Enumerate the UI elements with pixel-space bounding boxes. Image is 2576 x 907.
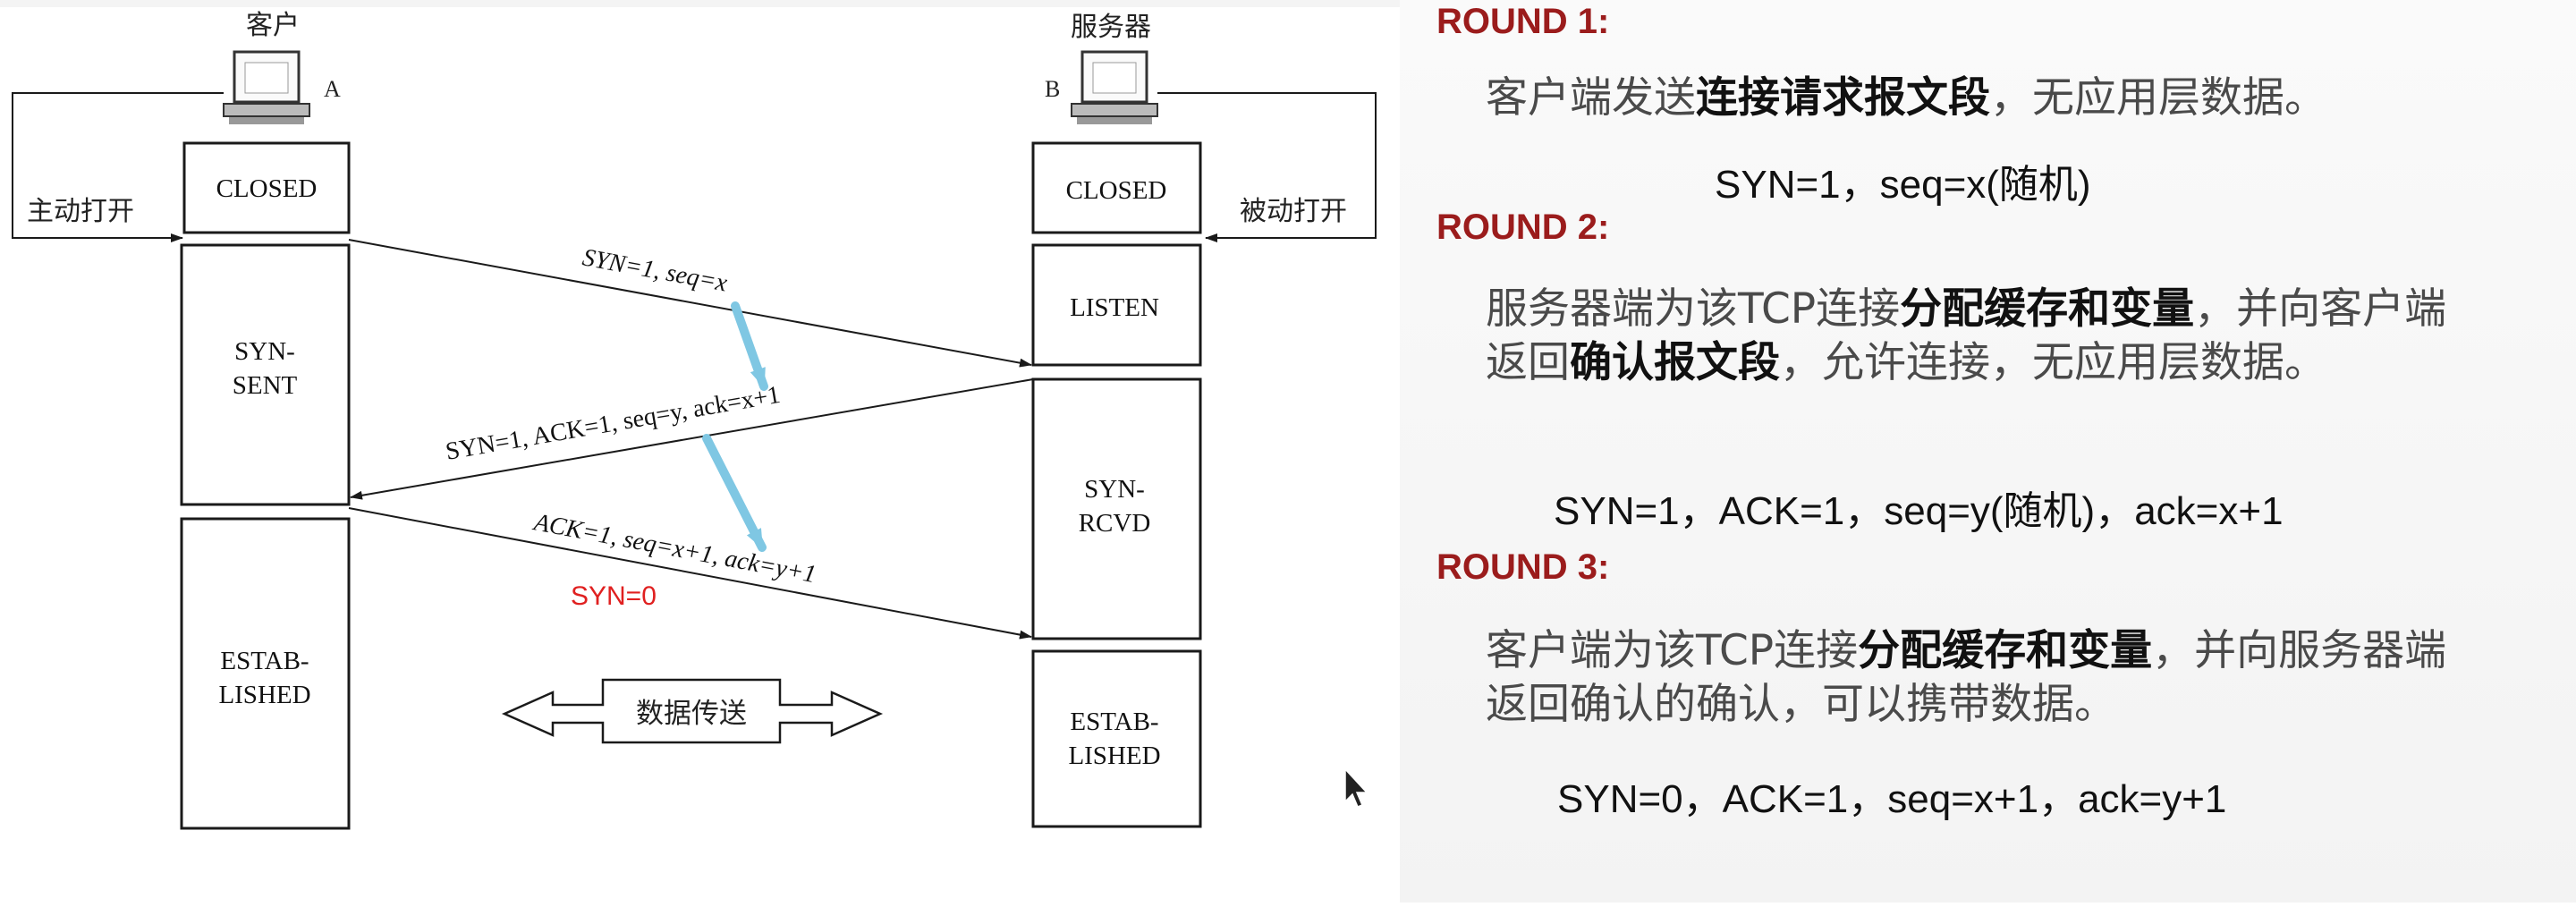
description-text: 客户端为该TCP连接 [1486, 626, 1859, 675]
round-3-description: 客户端为该TCP连接分配缓存和变量，并向服务器端返回确认的确认，可以携带数据。 [1486, 624, 2487, 732]
server-label: 服务器 [1071, 12, 1151, 43]
handshake-explanation-panel: ROUND 1: 客户端发送连接请求报文段，无应用层数据。 SYN=1，seq=… [1400, 0, 2576, 903]
emphasis-text: 确认报文段 [1570, 338, 1780, 387]
description-text: 服务器端为该TCP连接 [1486, 284, 1901, 334]
server-listen-box [1031, 243, 1202, 367]
segment-3-arrow [348, 507, 1032, 640]
handshake-svg: 客户 A 服务器 B 主动打开 被动打开 CLOSED SYN- SENT ES… [0, 0, 1400, 830]
emphasis-text: 分配缓存和变量 [1858, 626, 2153, 675]
client-closed-box [182, 141, 351, 234]
description-text: ，允许连接，无应用层数据。 [1780, 338, 2326, 387]
description-text: ，并向服务器端返回确认的确认，可以携带数据。 [1486, 626, 2447, 729]
emphasis-text: 分配缓存和变量 [1900, 284, 2195, 334]
round-2-formula: SYN=1，ACK=1，seq=y(随机)，ack=x+1 [1554, 489, 2284, 533]
description-text: ，并向客户端返回 [1486, 284, 2447, 387]
description-text: 客户端发送 [1486, 73, 1696, 123]
round-2-description: 服务器端为该TCP连接分配缓存和变量，并向客户端返回确认报文段，允许连接，无应用… [1486, 283, 2487, 390]
passive-open-arrow [1157, 92, 1377, 242]
client-syn-sent-line1: SYN- [234, 337, 295, 366]
client-syn-sent-line2: SENT [233, 371, 298, 400]
round-1-title: ROUND 1: [1436, 2, 1610, 41]
server-computer-icon [1071, 50, 1158, 124]
server-syn-rcvd-line2: RCVD [1079, 509, 1151, 538]
server-established-box [1031, 649, 1202, 828]
host-a-label: A [324, 76, 341, 102]
cyan-arrow-1 [731, 301, 768, 391]
server-syn-rcvd-box [1031, 377, 1202, 640]
server-established-line1: ESTAB- [1070, 708, 1158, 736]
round-1-formula: SYN=1，seq=x(随机) [1715, 163, 2091, 207]
cyan-arrow-2 [702, 434, 767, 552]
client-established-line1: ESTAB- [220, 647, 309, 675]
server-established-line2: LISHED [1068, 742, 1160, 770]
segment-1-arrow [348, 239, 1032, 368]
data-transfer-label: 数据传送 [636, 698, 747, 730]
client-closed-label: CLOSED [216, 174, 318, 203]
segment-2-arrow [350, 378, 1034, 500]
server-listen-label: LISTEN [1070, 293, 1159, 322]
passive-open-label: 被动打开 [1240, 196, 1347, 227]
client-established-line2: LISHED [218, 681, 310, 709]
round-1-description: 客户端发送连接请求报文段，无应用层数据。 [1486, 72, 2487, 125]
data-transfer-arrow [501, 678, 884, 744]
client-syn-sent-box [180, 243, 351, 506]
segment-1-label: SYN=1, seq=x [580, 243, 730, 297]
client-computer-icon [223, 50, 310, 124]
client-established-box [180, 517, 351, 830]
round-3-title: ROUND 3: [1436, 547, 1610, 587]
host-b-label: B [1045, 76, 1060, 102]
active-open-arrow [12, 92, 224, 242]
server-syn-rcvd-line1: SYN- [1084, 475, 1145, 504]
active-open-label: 主动打开 [27, 196, 134, 227]
segment-2-label: SYN=1, ACK=1, seq=y, ack=x+1 [444, 381, 783, 466]
client-label: 客户 [246, 10, 300, 41]
syn-zero-annotation: SYN=0 [571, 581, 657, 611]
round-2-title: ROUND 2: [1436, 208, 1610, 247]
emphasis-text: 连接请求报文段 [1696, 73, 1990, 123]
segment-3-label: ACK=1, seq=x+1, ack=y+1 [530, 508, 818, 589]
tcp-handshake-diagram: 客户 A 服务器 B 主动打开 被动打开 CLOSED SYN- SENT ES… [0, 0, 1400, 830]
round-3-formula: SYN=0，ACK=1，seq=x+1，ack=y+1 [1557, 777, 2227, 821]
server-closed-label: CLOSED [1066, 176, 1167, 205]
description-text: ，无应用层数据。 [1990, 73, 2326, 123]
mouse-cursor-icon [1344, 767, 1368, 808]
server-closed-box [1031, 141, 1202, 234]
